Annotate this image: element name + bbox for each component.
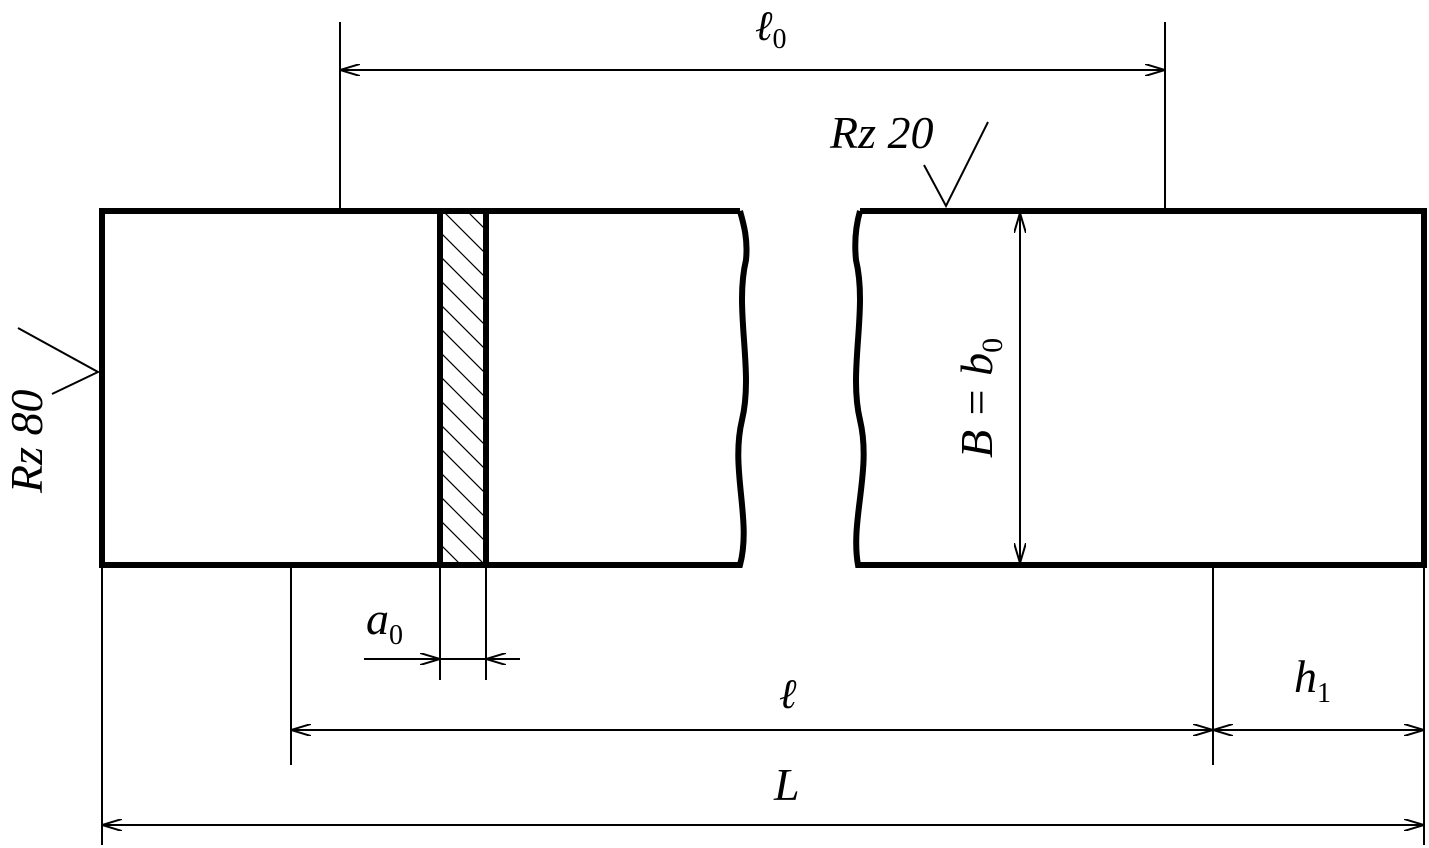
hatch-line [440,231,486,279]
l0-label: ℓ0 [755,4,787,55]
hatch-line [440,471,486,519]
hatch-line [440,399,486,447]
hatch-line [466,211,486,231]
hatch-line [442,211,486,255]
hatch-line [440,279,486,327]
hatch-line [440,447,486,495]
h1-label: h1 [1294,651,1331,709]
rz80-label: Rz 80 [1,390,52,495]
rz20-label: Rz 20 [829,107,934,158]
hatch-line [440,519,486,565]
rz80-roughness-symbol [17,327,101,395]
hatch-line [440,423,486,471]
b-label: B = b0 [951,338,1009,458]
hatch-line [440,327,486,375]
specimen-right-part [852,208,1427,568]
hatch-line [440,375,486,423]
hatch-line [440,351,486,399]
hatch-line [440,543,462,565]
weld-hatching [430,150,496,565]
hatch-line [440,255,486,303]
l-label: ℓ [779,672,797,718]
rz20-roughness-symbol [923,121,989,209]
L-label: L [773,759,800,810]
hatch-line [430,150,496,216]
hatch-line [440,495,486,543]
hatch-line [440,303,486,351]
a0-label: a0 [366,593,403,651]
specimen-left-part [99,208,750,568]
